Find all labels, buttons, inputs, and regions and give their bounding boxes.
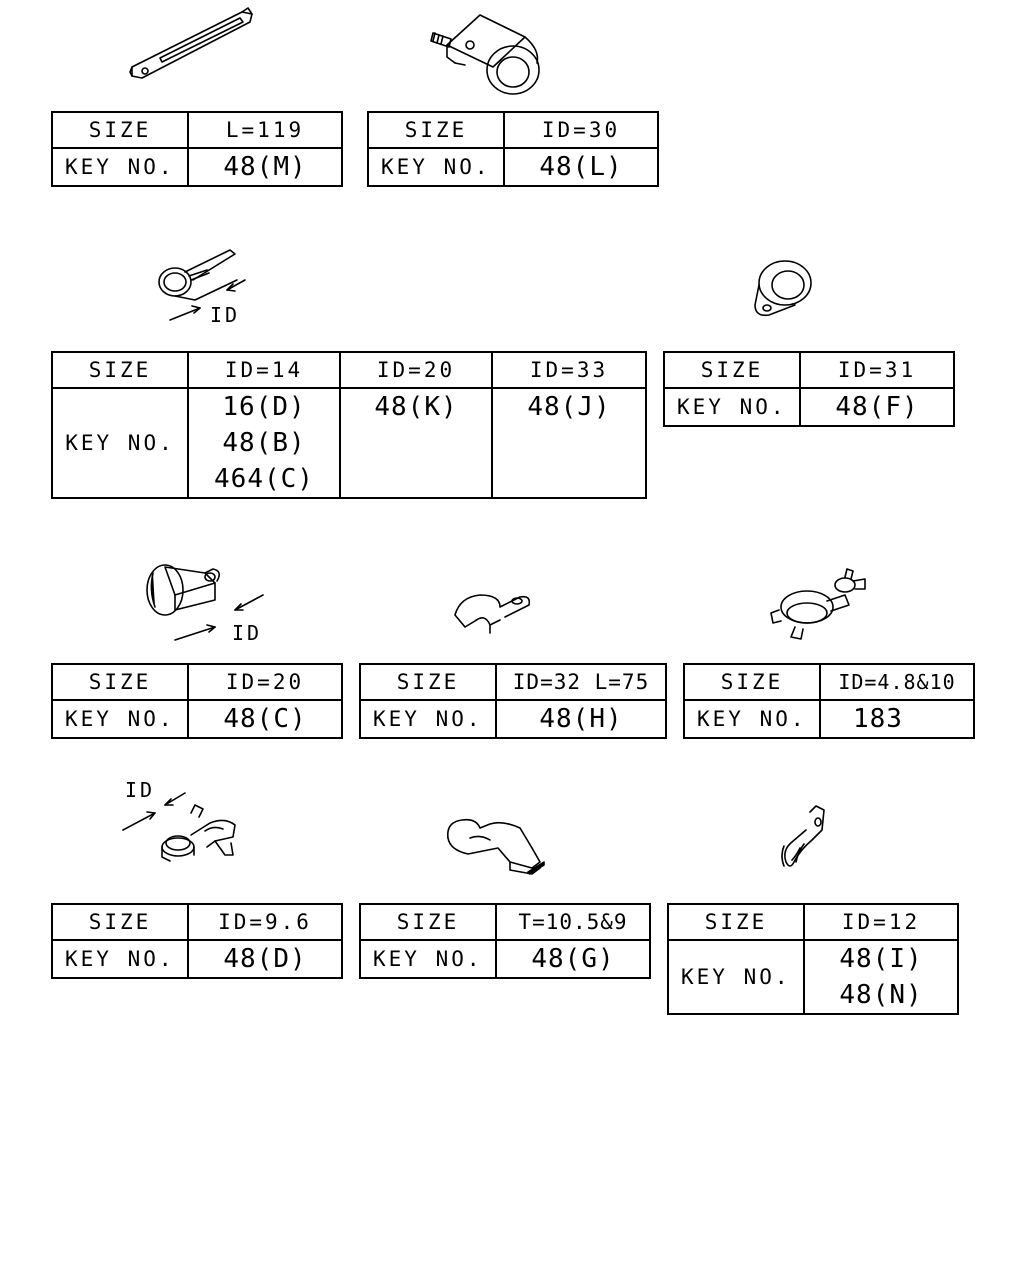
size-value: L=119 [187, 111, 343, 149]
key-no-cell: 48(I) 48(N) [803, 939, 959, 1015]
size-value: ID=9.6 [187, 903, 343, 941]
key-no-header: KEY NO. [51, 939, 189, 979]
svg-text:ID: ID [125, 778, 155, 802]
size-header: SIZE [667, 903, 805, 941]
key-no-value: 48(H) [495, 699, 667, 739]
size-header: SIZE [51, 351, 189, 389]
spec-table-cushion-clamp: SIZE ID=20 KEY NO. 48(C) [51, 663, 343, 739]
key-no-value: 48(C) [187, 699, 343, 739]
key-no-value: 183 [819, 699, 975, 739]
size-header: SIZE [51, 903, 189, 941]
spec-table-double-clip: SIZE ID=4.8&10 KEY NO. 183 [683, 663, 975, 739]
spec-table-strap: SIZE L=119 KEY NO. 48(M) [51, 111, 343, 187]
p-clip-drawing [745, 255, 825, 330]
key-no-value: 48(K) [374, 392, 458, 422]
key-no-header: KEY NO. [359, 699, 497, 739]
size-value: ID=14 [187, 351, 341, 389]
svg-text:ID: ID [232, 621, 262, 645]
key-no-value: 48(I) [839, 944, 923, 974]
key-no-header: KEY NO. [663, 387, 801, 427]
key-no-header: KEY NO. [667, 939, 805, 1015]
key-no-value: 16(D) [222, 392, 306, 422]
size-header: SIZE [359, 903, 497, 941]
key-no-cell: 48(K) [339, 387, 493, 499]
double-clip-drawing [765, 565, 875, 645]
key-no-value: 48(N) [839, 980, 923, 1010]
spec-table-saddle-clip: SIZE ID=32 L=75 KEY NO. 48(H) [359, 663, 667, 739]
key-no-value: 48(J) [527, 392, 611, 422]
key-no-header: KEY NO. [359, 939, 497, 979]
spec-table-hose-clamp: SIZE ID=14 ID=20 ID=33 KEY NO. 16(D) 48(… [51, 351, 647, 499]
size-value: ID=30 [503, 111, 659, 149]
size-value: ID=33 [491, 351, 647, 389]
size-value: ID=20 [187, 663, 343, 701]
bent-bracket-drawing [440, 810, 550, 880]
wire-clip-drawing [770, 800, 840, 875]
key-no-value: 464(C) [214, 464, 314, 494]
key-no-header: KEY NO. [367, 147, 505, 187]
hose-clamp-drawing: ID [145, 240, 265, 330]
size-value: ID=4.8&10 [819, 663, 975, 701]
key-no-header: KEY NO. [683, 699, 821, 739]
svg-text:ID: ID [210, 303, 240, 327]
cushion-clamp-drawing: ID [135, 555, 270, 650]
key-no-header: KEY NO. [51, 147, 189, 187]
key-no-header: KEY NO. [51, 387, 189, 499]
size-value: ID=32 L=75 [495, 663, 667, 701]
size-header: SIZE [683, 663, 821, 701]
size-header: SIZE [51, 111, 189, 149]
spec-table-bent-bracket: SIZE T=10.5&9 KEY NO. 48(G) [359, 903, 651, 979]
size-header: SIZE [51, 663, 189, 701]
key-no-cell: 48(J) [491, 387, 647, 499]
key-no-cell: 16(D) 48(B) 464(C) [187, 387, 341, 499]
size-value: ID=31 [799, 351, 955, 389]
key-no-value: 48(B) [222, 428, 306, 458]
spec-table-spring-clip: SIZE ID=9.6 KEY NO. 48(D) [51, 903, 343, 979]
size-value: T=10.5&9 [495, 903, 651, 941]
strap-clamp-drawing [120, 0, 270, 90]
key-no-value: 48(M) [187, 147, 343, 187]
spec-table-wire-clip: SIZE ID=12 KEY NO. 48(I) 48(N) [667, 903, 959, 1015]
key-no-value: 48(G) [495, 939, 651, 979]
key-no-value: 48(F) [799, 387, 955, 427]
size-header: SIZE [663, 351, 801, 389]
key-no-value: 48(L) [503, 147, 659, 187]
size-value: ID=12 [803, 903, 959, 941]
spec-table-block-clamp: SIZE ID=30 KEY NO. 48(L) [367, 111, 659, 187]
spring-clip-drawing: ID [115, 775, 245, 875]
key-no-header: KEY NO. [51, 699, 189, 739]
spec-table-p-clip: SIZE ID=31 KEY NO. 48(F) [663, 351, 955, 427]
key-no-value: 48(D) [187, 939, 343, 979]
saddle-clip-drawing [445, 585, 540, 640]
size-header: SIZE [359, 663, 497, 701]
block-clamp-drawing [425, 5, 555, 105]
size-header: SIZE [367, 111, 505, 149]
size-value: ID=20 [339, 351, 493, 389]
